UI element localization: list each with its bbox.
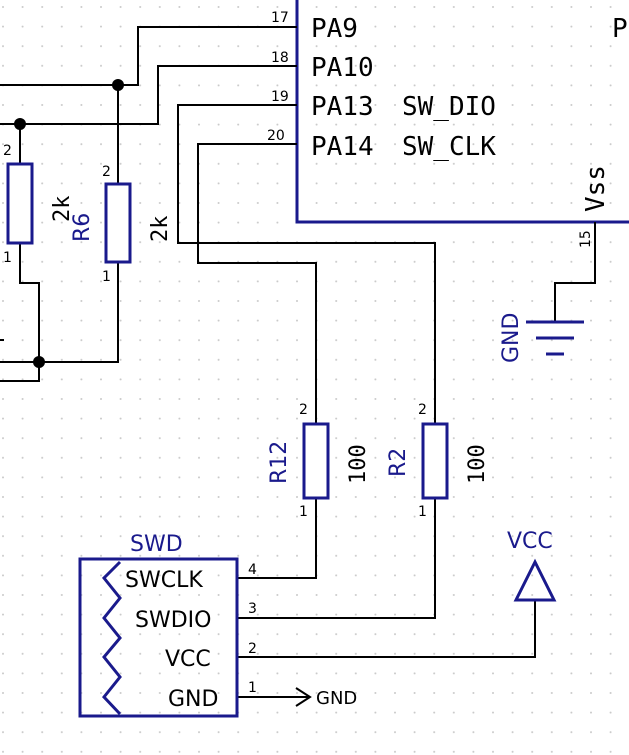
resistor-r12-ref: R12 [267, 441, 292, 484]
vcc-symbol: VCC [507, 529, 557, 602]
mcu-pin-pa9: 17 PA9 [271, 10, 358, 44]
resistor-r2-ref: R2 [386, 448, 411, 477]
swd-pin-label-swdio: SWDIO [135, 608, 211, 633]
resistor-r2-pin1: 1 [418, 504, 427, 520]
resistor-r6-ref: R6 [70, 213, 95, 242]
wire-swclk [237, 498, 317, 579]
wire-pa14 [197, 143, 317, 424]
wire-pa10 [0, 65, 297, 125]
swd-pin-number-2: 2 [248, 641, 257, 657]
swd-pin-label-swclk: SWCLK [125, 568, 203, 593]
vss-pin-number: 15 [578, 230, 594, 248]
resistor-left-value: 2k [50, 196, 75, 223]
pin-number-17: 17 [271, 10, 289, 26]
resistor-r12-value: 100 [346, 444, 371, 484]
pin-name-pa14: PA14 [311, 132, 374, 162]
gnd-symbol: GND [499, 313, 584, 363]
swd-title: SWD [130, 532, 183, 557]
ground-icon [526, 320, 584, 356]
resistor-r2-value: 100 [465, 444, 490, 484]
resistor-r12-pin2: 2 [299, 402, 308, 418]
resistor-r12-pin1: 1 [299, 504, 308, 520]
pin-name-pa9: PA9 [311, 14, 358, 44]
swd-pin-label-vcc: VCC [165, 647, 211, 672]
swd-pin-number-1: 1 [248, 680, 257, 696]
junction-dot [14, 118, 26, 130]
wire-pa13 [177, 104, 436, 424]
mcu-body-outline [295, 0, 629, 224]
resistor-r12: 2 1 R12 100 [267, 402, 371, 520]
resistor-r12-body [302, 422, 330, 500]
vcc-label: VCC [507, 529, 553, 554]
resistor-r2: 2 1 R2 100 [386, 402, 490, 520]
resistor-r6-pin2: 2 [102, 164, 111, 180]
wires [0, 26, 596, 707]
resistor-r2-pin2: 2 [418, 402, 427, 418]
wire-gnd-arrow [237, 687, 312, 707]
resistor-left: 2 1 2k [3, 143, 75, 266]
resistor-r6-body [104, 182, 132, 264]
vcc-triangle-icon [513, 558, 557, 602]
wire-vcc [237, 600, 536, 658]
wire-swdio [237, 498, 436, 619]
resistor-r6-pin1: 1 [102, 269, 111, 285]
vss-label: Vss [581, 165, 611, 212]
pin-name-pa10: PA10 [311, 53, 374, 83]
pin-name-pa13: PA13 [311, 92, 374, 122]
swd-gnd-net-label: GND [316, 688, 357, 709]
junction-dot [33, 356, 45, 368]
swd-pin-number-4: 4 [248, 562, 257, 578]
pin-number-19: 19 [271, 89, 289, 105]
mcu-edge-letter: P [612, 14, 628, 44]
resistor-left-pin1: 1 [3, 250, 12, 266]
mcu-pin-pa13: 19 PA13 SW_DIO [271, 89, 496, 122]
mcu-pin-pa14: 20 PA14 SW_CLK [267, 128, 496, 162]
swd-connector-body [78, 557, 239, 718]
pin-number-20: 20 [267, 128, 285, 144]
resistor-left-body [6, 162, 34, 245]
wire-pa9 [0, 26, 297, 86]
resistor-r6-value: 2k [148, 216, 173, 243]
wire-vss-gnd [554, 222, 596, 322]
swd-zigzag-icon [101, 560, 122, 716]
swd-pin-number-3: 3 [248, 601, 257, 617]
wire-rleft-bottom [0, 243, 40, 382]
resistor-r2-body [421, 422, 449, 500]
pin-func-sw-clk: SW_CLK [402, 132, 496, 162]
swd-pin-label-gnd: GND [168, 687, 218, 712]
resistor-r6: 2 1 R6 2k [70, 164, 173, 285]
gnd-symbol-label: GND [499, 313, 524, 363]
pin-number-18: 18 [271, 50, 289, 66]
junction-dot [112, 79, 124, 91]
swd-connector: SWD SWCLK SWDIO VCC GND 4 3 2 1 GND [78, 532, 357, 718]
resistor-left-pin2: 2 [3, 143, 12, 159]
pin-func-sw-dio: SW_DIO [402, 92, 496, 122]
mcu-pin-pa10: 18 PA10 [271, 50, 374, 83]
